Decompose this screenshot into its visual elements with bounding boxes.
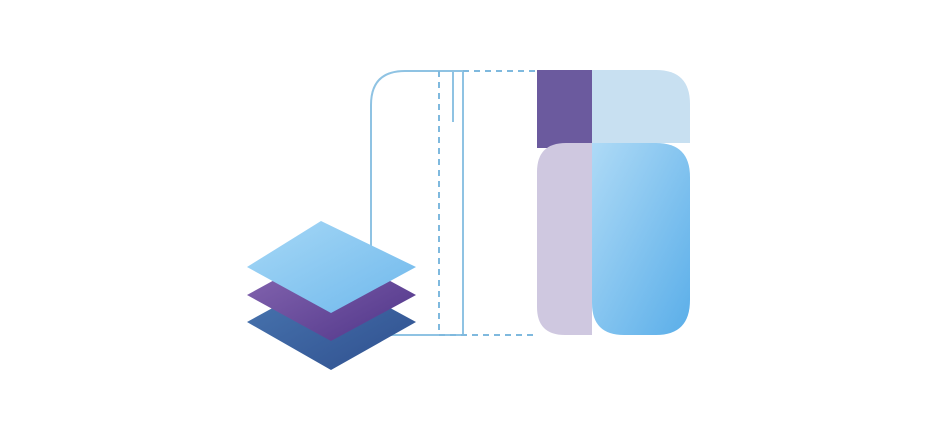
light-purple-block: [537, 143, 592, 335]
document-outline-icon: [370, 70, 537, 336]
blue-gradient-block: [592, 143, 690, 335]
dark-purple-block: [537, 70, 592, 148]
color-blocks-icon: [537, 70, 690, 335]
layers-stack-icon: [247, 221, 416, 370]
light-blue-block: [592, 70, 690, 143]
document-outline: [370, 70, 463, 336]
layer-top: [247, 221, 416, 313]
